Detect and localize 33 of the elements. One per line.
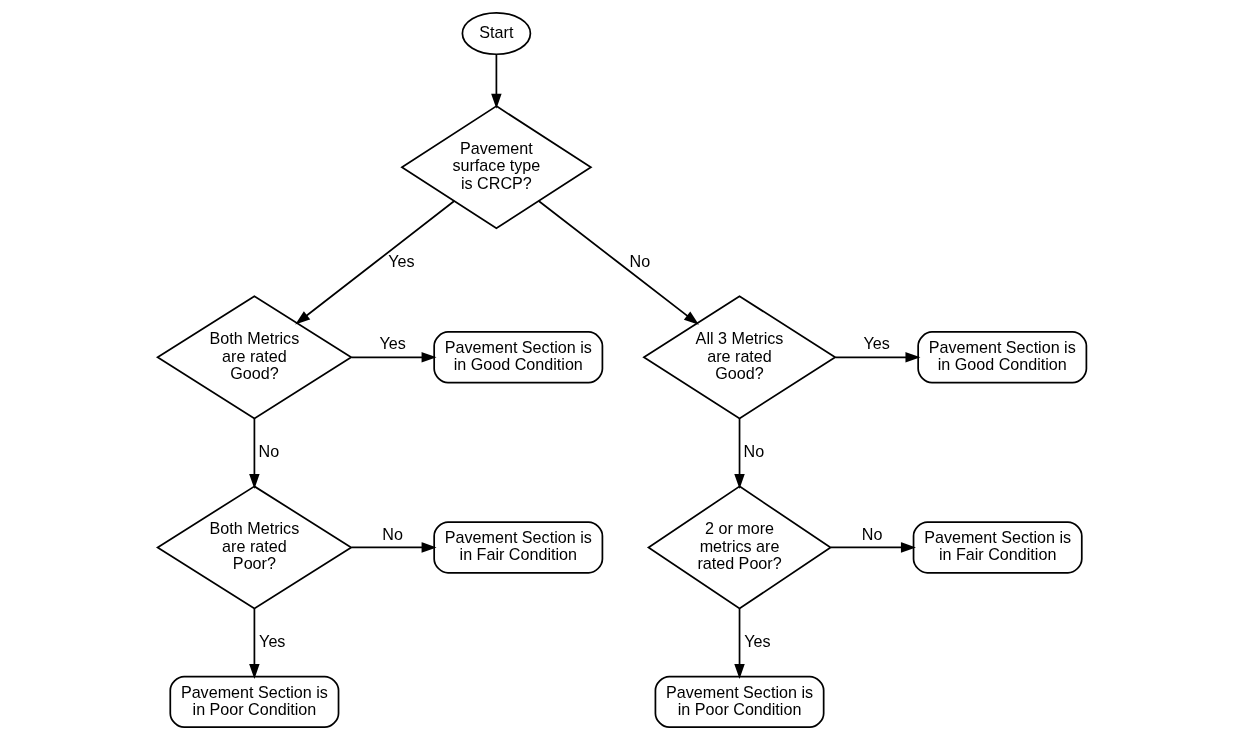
arrow xyxy=(537,200,699,325)
edge-label: Yes xyxy=(379,334,406,353)
arrow xyxy=(490,53,502,109)
arrow xyxy=(733,607,745,679)
node-diamond: 2 or more metrics are rated Poor? xyxy=(646,485,832,610)
node-diamond: All 3 Metrics are rated Good? xyxy=(641,295,837,420)
arrow xyxy=(733,417,745,489)
edge-label: No xyxy=(743,441,764,460)
node-diamond: Both Metrics are rated Poor? xyxy=(155,485,353,610)
arrow xyxy=(350,352,437,363)
node-diamond: Both Metrics are rated Good? xyxy=(155,295,353,420)
edge-label: Yes xyxy=(743,631,771,650)
node-box: Pavement Section is in Fair Condition xyxy=(912,521,1083,574)
arrow xyxy=(248,607,260,679)
edge-label: Yes xyxy=(258,631,285,650)
arrow xyxy=(829,542,916,553)
arrow xyxy=(294,200,455,325)
edge-label: Yes xyxy=(387,251,414,270)
edge-label: No xyxy=(381,524,403,543)
node-box: Pavement Section is in Good Condition xyxy=(432,331,603,384)
node-box: Pavement Section is in Poor Condition xyxy=(168,675,339,729)
node-ellipse: Start xyxy=(461,11,531,56)
node-box: Pavement Section is in Good Condition xyxy=(916,331,1087,384)
edge-label: No xyxy=(861,524,882,543)
node-diamond: Pavement surface type is CRCP? xyxy=(399,105,592,230)
node-box: Pavement Section is in Fair Condition xyxy=(432,521,603,574)
arrow xyxy=(350,542,437,553)
edge-label: No xyxy=(258,441,279,460)
edge-label: Yes xyxy=(863,334,890,353)
edge-label: No xyxy=(629,251,650,270)
arrow xyxy=(248,417,260,489)
arrow xyxy=(834,352,920,363)
node-box: Pavement Section is in Poor Condition xyxy=(654,675,825,729)
